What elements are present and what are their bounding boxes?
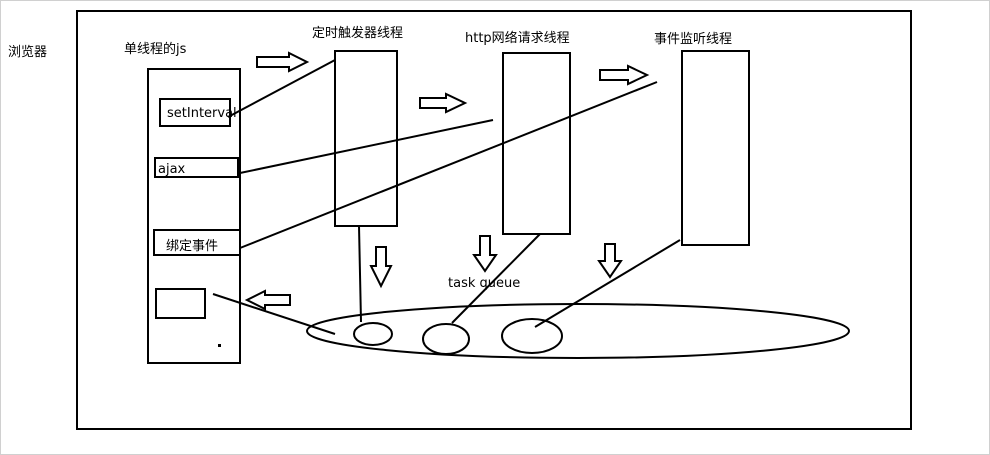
task-queue-label: task queue	[448, 276, 521, 291]
bind-event-label: 绑定事件	[166, 239, 219, 254]
setinterval-label: setInterval	[167, 106, 237, 121]
arrow-down-2	[472, 235, 498, 273]
arrow-down-3	[597, 243, 623, 279]
line-event-to-queue	[534, 239, 681, 328]
event-thread-box	[681, 50, 750, 246]
line-event-to-listener	[239, 81, 658, 249]
http-thread-box	[502, 52, 571, 235]
queue-task-3	[501, 318, 563, 354]
event-thread-label: 事件监听线程	[654, 32, 733, 47]
js-main-thread-box	[147, 68, 241, 364]
task-queue-ellipse	[306, 303, 850, 359]
line-http-to-queue	[451, 233, 541, 324]
line-setinterval-to-timer	[227, 59, 336, 118]
small-dot	[218, 344, 221, 347]
queue-task-1	[353, 322, 393, 346]
arrow-down-1	[369, 246, 393, 289]
browser-box	[76, 10, 912, 430]
line-queue-to-callback	[212, 293, 336, 335]
http-thread-label: http网络请求线程	[465, 31, 570, 46]
arrow-right-2	[419, 92, 468, 114]
callback-box	[155, 288, 206, 319]
ajax-label: ajax	[158, 162, 186, 177]
line-timer-down	[358, 225, 362, 323]
line-ajax-to-http	[239, 119, 494, 174]
timer-thread-box	[334, 50, 398, 227]
arrow-left-callback	[244, 289, 291, 311]
arrow-right-1	[256, 51, 310, 73]
bind-event-box	[153, 229, 241, 256]
arrow-right-3	[599, 64, 650, 86]
browser-label: 浏览器	[8, 45, 48, 60]
main-thread-label: 单线程的js	[124, 42, 187, 57]
ajax-box	[154, 157, 239, 178]
timer-thread-label: 定时触发器线程	[312, 26, 404, 41]
setinterval-box	[159, 98, 231, 127]
queue-task-2	[422, 323, 470, 355]
